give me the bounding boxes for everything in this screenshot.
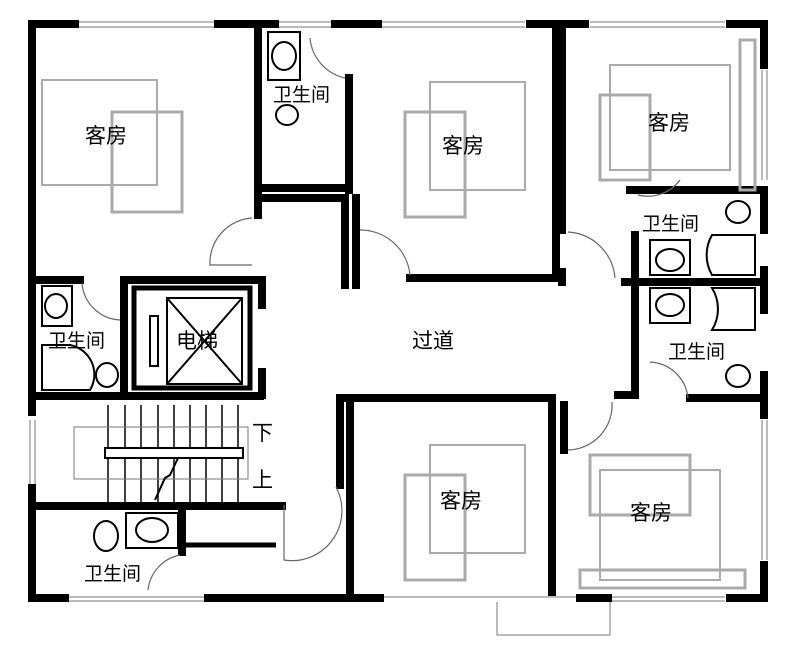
windows [29,21,768,602]
guest-room-label: 客房 [630,501,672,525]
elevator-label: 电梯 [176,329,218,353]
bathroom-label: 卫生间 [48,330,105,352]
guest-room-label: 客房 [85,124,127,148]
bathroom-label: 卫生间 [642,213,699,235]
stairs-up-label: 上 [252,468,273,492]
porch [496,602,611,636]
corridor-label: 过道 [412,329,454,353]
guest-room-label: 客房 [442,134,484,158]
beds [41,38,757,590]
guest-room-label: 客房 [440,489,482,513]
bathroom-fixtures [41,31,756,552]
staircase [73,405,249,502]
walls [28,20,768,602]
bathroom-label: 卫生间 [668,341,725,363]
stairs-down-label: 下 [252,421,273,445]
elevator-car [149,297,243,385]
guest-room-label: 客房 [648,111,690,135]
bathroom-label: 卫生间 [84,563,141,585]
bathroom-label: 卫生间 [273,84,330,106]
doors [81,37,689,591]
